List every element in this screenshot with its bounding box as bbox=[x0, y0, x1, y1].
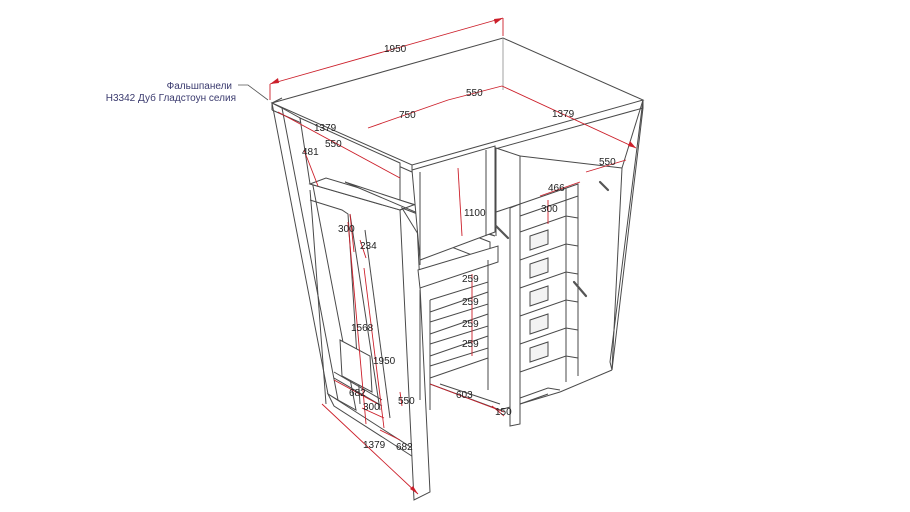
dim-label: 550 bbox=[325, 139, 342, 150]
right-shelf-tower bbox=[495, 147, 623, 427]
dim-label: 1950 bbox=[384, 44, 407, 55]
dim-label: 466 bbox=[548, 183, 565, 194]
dimension-lines bbox=[269, 17, 637, 495]
dim-label: 1568 bbox=[351, 323, 374, 334]
dim-label: 259 bbox=[462, 274, 479, 285]
center-dividers bbox=[344, 145, 501, 501]
dim-label: 1379 bbox=[363, 440, 386, 451]
hanging-rods bbox=[494, 180, 610, 298]
dim-label: 1950 bbox=[373, 356, 396, 367]
rod-right-top bbox=[598, 180, 610, 192]
note-line2: Н3342 Дуб Гладстоун селия bbox=[106, 92, 236, 104]
dim-label: 550 bbox=[599, 157, 616, 168]
dim-label: 1379 bbox=[314, 123, 337, 134]
dim-label: 1100 bbox=[464, 208, 486, 219]
dim-label: 300 bbox=[541, 204, 558, 215]
dim-label: 603 bbox=[456, 390, 473, 401]
dim-label: 1379 bbox=[552, 109, 575, 120]
dim-label: 750 bbox=[399, 110, 416, 121]
dim-label: 259 bbox=[462, 319, 479, 330]
dim-label: 300 bbox=[338, 224, 355, 235]
dim-label: 259 bbox=[462, 339, 479, 350]
tower-front-left bbox=[509, 203, 521, 427]
dim-label: 682 bbox=[349, 388, 366, 399]
carcass bbox=[270, 37, 645, 462]
dim-label: 234 bbox=[360, 241, 377, 252]
rod-right bbox=[572, 280, 588, 298]
dim-label: 550 bbox=[466, 88, 483, 99]
note-leader bbox=[238, 84, 269, 101]
rod-center bbox=[494, 224, 510, 240]
dim-label: 481 bbox=[302, 147, 319, 158]
dim-label: 150 bbox=[495, 407, 512, 418]
left-compartment bbox=[299, 117, 418, 419]
dimension-labels: 1950 550 750 1379 1379 550 550 481 466 3… bbox=[302, 44, 616, 453]
note-line1: Фальшпанели bbox=[167, 81, 232, 92]
dim-label: 550 bbox=[398, 396, 415, 407]
dim-label: 259 bbox=[462, 297, 479, 308]
dim-label: 682 bbox=[396, 442, 413, 453]
dim-label: 300 bbox=[363, 402, 380, 413]
